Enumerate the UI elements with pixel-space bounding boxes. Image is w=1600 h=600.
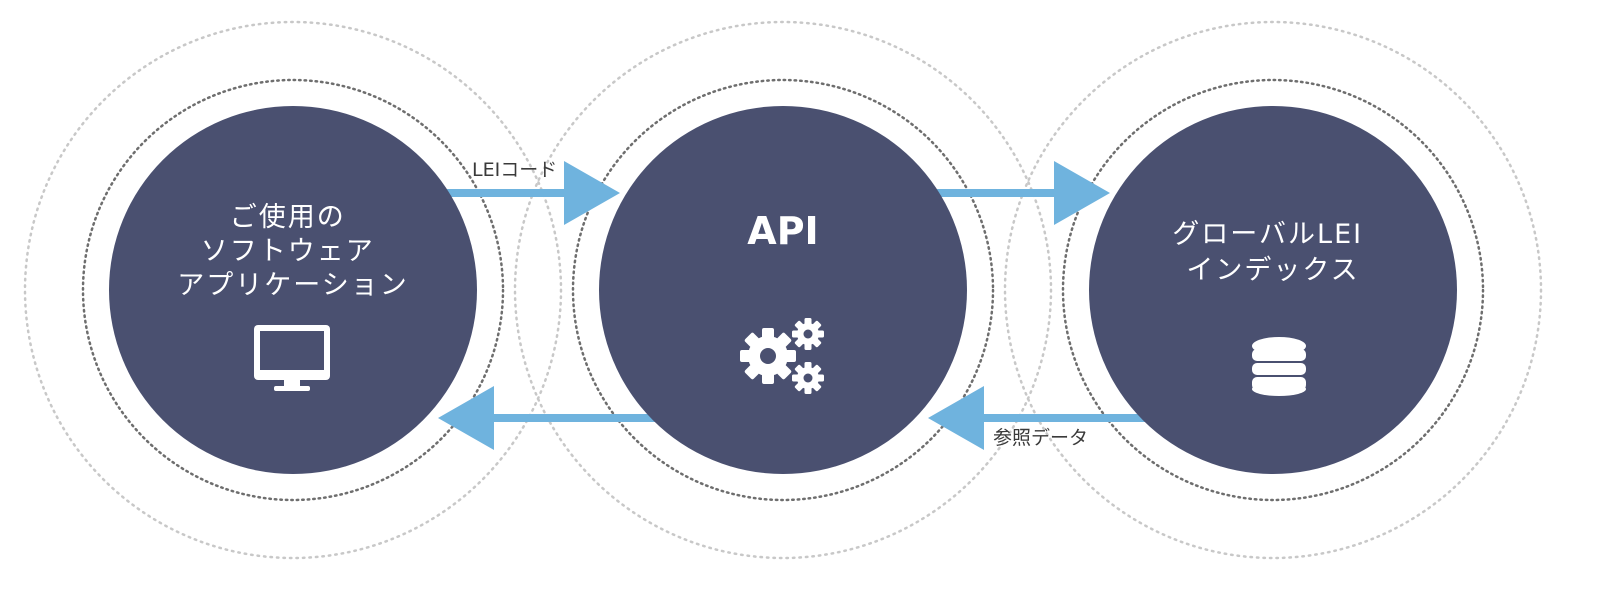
gear-large-icon	[740, 328, 796, 384]
inner-rings	[81, 78, 1485, 502]
node-software-line-3: アプリケーション	[177, 270, 408, 301]
node-index-line-1: グローバルLEI	[1172, 219, 1363, 250]
node-software-circle	[109, 106, 477, 474]
inner-ring-software	[81, 78, 505, 502]
gears-icon	[740, 318, 824, 394]
node-software: ご使用の ソフトウェア アプリケーション	[109, 106, 477, 474]
node-index: グローバルLEI インデックス	[1089, 106, 1457, 474]
outer-ring-api	[513, 20, 1053, 560]
outer-ring-software	[23, 20, 563, 560]
node-software-line-2: ソフトウェア	[201, 236, 375, 267]
edge-label-lei-code: LEIコード	[472, 159, 557, 181]
database-icon	[1252, 337, 1306, 396]
node-software-label: ご使用の ソフトウェア アプリケーション	[177, 202, 408, 301]
node-software-line-1: ご使用の	[230, 202, 346, 233]
gear-small-top-icon	[792, 318, 824, 350]
inner-ring-api	[571, 78, 995, 502]
node-api-circle	[599, 106, 967, 474]
inner-ring-index	[1061, 78, 1485, 502]
node-index-line-2: インデックス	[1186, 255, 1359, 286]
edge-label-reference-data: 参照データ	[993, 427, 1088, 449]
node-api-title: API	[747, 209, 818, 253]
outer-ring-index	[1003, 20, 1543, 560]
gear-small-bottom-icon	[792, 362, 824, 394]
node-index-circle	[1089, 106, 1457, 474]
node-api: API	[599, 106, 967, 474]
outer-rings	[23, 20, 1543, 560]
arrows	[430, 161, 1150, 450]
node-index-label: グローバルLEI インデックス	[1172, 219, 1373, 286]
monitor-icon	[254, 325, 330, 391]
